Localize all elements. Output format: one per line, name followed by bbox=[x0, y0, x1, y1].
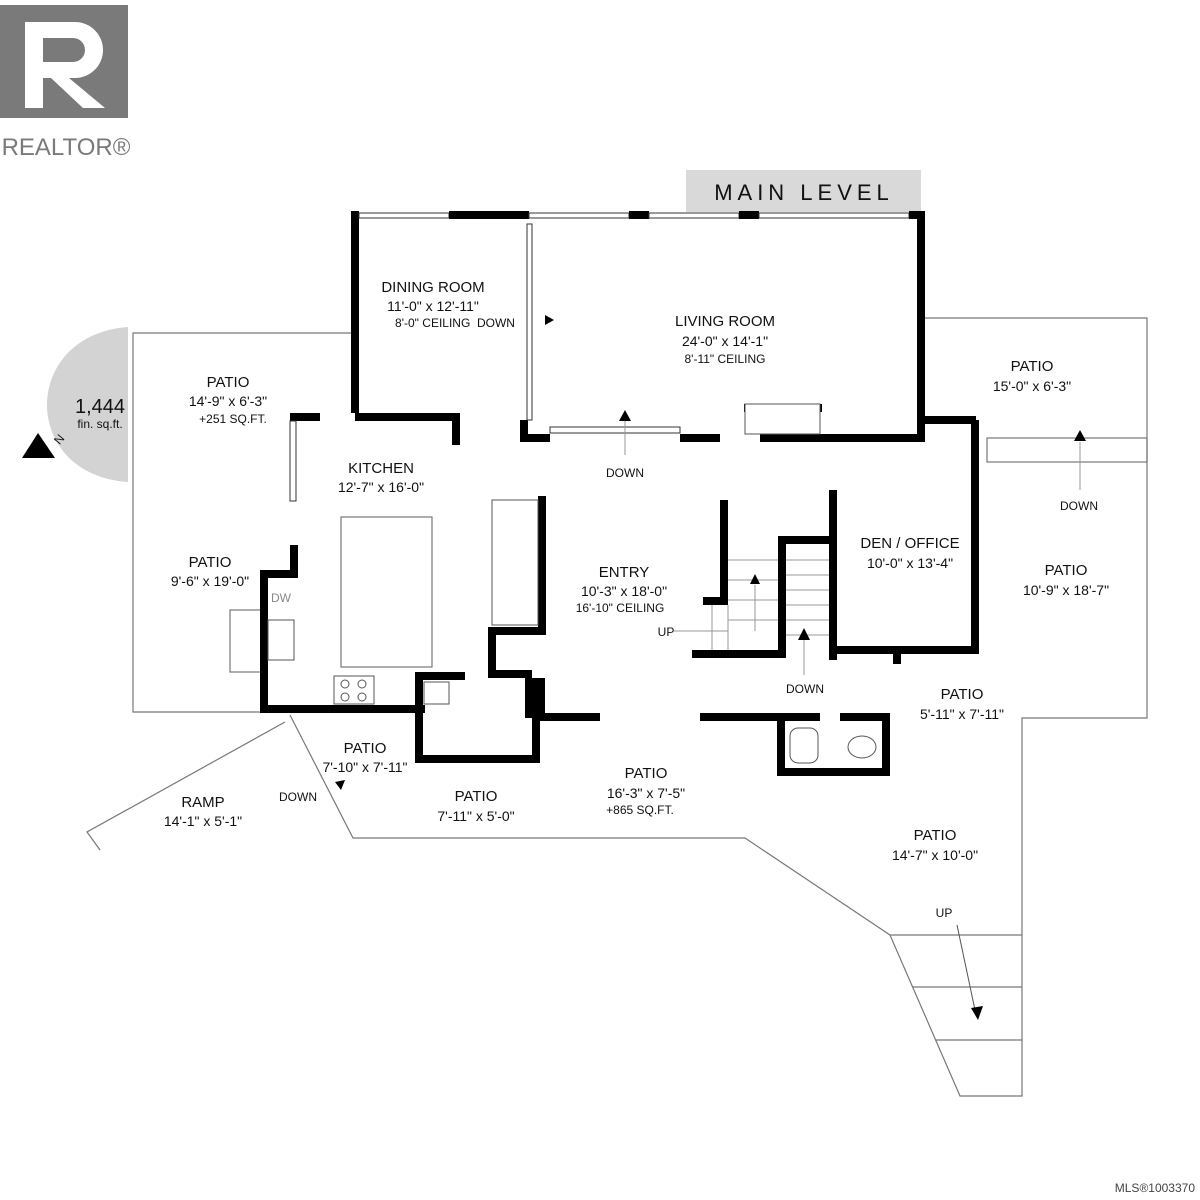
mls-number: MLS®1003370 bbox=[1115, 1181, 1196, 1195]
down-arrow-icon bbox=[545, 315, 554, 325]
patio-outlines bbox=[86, 317, 1148, 1097]
room-note: +865 SQ.FT. bbox=[606, 803, 674, 817]
room-dims: 9'-6" x 19'-0" bbox=[171, 573, 249, 589]
walls bbox=[260, 211, 979, 776]
room-name: PATIO bbox=[941, 686, 984, 703]
down-arrow-icon bbox=[335, 780, 345, 790]
realtor-logo: REALTOR® bbox=[0, 5, 131, 161]
room-name: PATIO bbox=[344, 740, 387, 757]
room-dims: 10'-0" x 13'-4" bbox=[867, 555, 953, 571]
room-dims: 14'-7" x 10'-0" bbox=[892, 847, 978, 863]
room-dims: 7'-11" x 5'-0" bbox=[437, 808, 514, 824]
room-name: PATIO bbox=[455, 788, 498, 805]
room-name: PATIO bbox=[625, 765, 668, 782]
room-name: LIVING ROOM bbox=[675, 313, 775, 330]
up-arrow-icon bbox=[750, 574, 760, 584]
down-arrow-icon bbox=[798, 628, 810, 640]
stair-labels: DOWN DOWN DOWN DOWN UP UP DW bbox=[271, 466, 1098, 920]
room-name: PATIO bbox=[189, 554, 232, 571]
down-arrow-icon bbox=[619, 410, 631, 421]
realtor-logo-text: REALTOR® bbox=[2, 134, 131, 161]
room-name: DINING ROOM bbox=[381, 279, 484, 296]
banner-bg bbox=[686, 170, 921, 212]
room-name: PATIO bbox=[207, 374, 250, 391]
room-name: PATIO bbox=[914, 827, 957, 844]
room-dims: 7'-10" x 7'-11" bbox=[322, 759, 407, 775]
room-dims: 24'-0" x 14'-1" bbox=[682, 333, 768, 349]
down-label: DOWN bbox=[606, 466, 644, 480]
room-note: 8'-11" CEILING bbox=[684, 352, 765, 366]
staircase bbox=[624, 420, 1081, 675]
up-arrow-icon bbox=[971, 1006, 983, 1020]
room-note: +251 SQ.FT. bbox=[199, 412, 267, 426]
down-label: DOWN bbox=[279, 790, 317, 804]
room-note: 16'-10" CEILING bbox=[576, 601, 665, 615]
down-arrow-icon bbox=[1074, 430, 1086, 441]
room-dims: 15'-0" x 6'-3" bbox=[993, 378, 1071, 394]
room-name: ENTRY bbox=[599, 564, 650, 581]
room-dims: 10'-3" x 18'-0" bbox=[581, 583, 667, 599]
room-name: KITCHEN bbox=[348, 460, 414, 477]
room-dims: 16'-3" x 7'-5" bbox=[607, 785, 685, 801]
down-label: DOWN bbox=[1060, 499, 1098, 513]
sqft-label: fin. sq.ft. bbox=[77, 417, 122, 431]
up-label: UP bbox=[658, 625, 675, 639]
main-level-title: MAIN LEVEL bbox=[714, 180, 894, 205]
room-name: DEN / OFFICE bbox=[860, 535, 959, 552]
room-name: PATIO bbox=[1011, 358, 1054, 375]
fixtures bbox=[267, 403, 877, 764]
room-dims: 14'-9" x 6'-3" bbox=[189, 393, 267, 409]
room-note: 8'-0" CEILING DOWN bbox=[395, 316, 515, 330]
room-dims: 14'-1" x 5'-1" bbox=[164, 813, 242, 829]
north-arrow-icon bbox=[22, 433, 55, 458]
room-dims: 12'-7" x 16'-0" bbox=[338, 479, 424, 495]
room-name: RAMP bbox=[181, 794, 224, 811]
down-label: DOWN bbox=[786, 682, 824, 696]
room-dims: 10'-9" x 18'-7" bbox=[1023, 582, 1109, 598]
room-labels: DINING ROOM 11'-0" x 12'-11" 8'-0" CEILI… bbox=[164, 279, 1109, 863]
dishwasher-label: DW bbox=[271, 591, 292, 605]
room-name: PATIO bbox=[1045, 562, 1088, 579]
room-dims: 5'-11" x 7'-11" bbox=[920, 706, 1004, 722]
sqft-value: 1,444 bbox=[75, 396, 125, 418]
up-label: UP bbox=[936, 906, 953, 920]
room-dims: 11'-0" x 12'-11" bbox=[387, 298, 479, 314]
